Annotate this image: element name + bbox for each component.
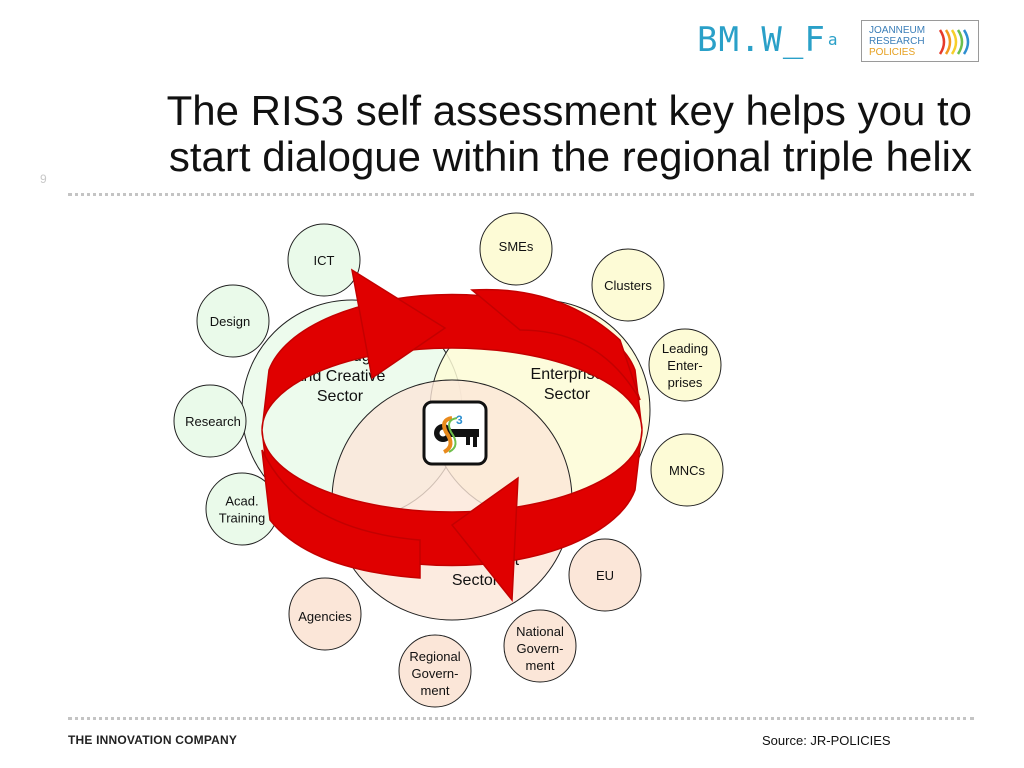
svg-text:Research: Research [185, 414, 241, 429]
label-line: Regional [409, 649, 460, 664]
label-line: Govern- [517, 641, 564, 656]
svg-text:ICT: ICT [314, 253, 335, 268]
label-line: Leading [662, 341, 708, 356]
satellite-smes: SMEs [479, 212, 553, 286]
label-line: National [516, 624, 564, 639]
company-tagline: THE INNOVATION COMPANY [68, 733, 238, 747]
cycle-arrows [261, 268, 643, 603]
slide-number: 9 [40, 172, 47, 186]
label-line: Enter- [667, 358, 702, 373]
satellite-circles: ICT Design Research Acad. Training SMEs C… [173, 212, 724, 708]
label-line: Sector [452, 572, 499, 589]
label-line: Govern- [412, 666, 459, 681]
label-line: Sector [544, 386, 591, 403]
svg-text:MNCs: MNCs [669, 463, 706, 478]
label-line: ment [421, 683, 450, 698]
label-line: MNCs [669, 463, 706, 478]
svg-text:Clusters: Clusters [604, 278, 652, 293]
satellite-research: Research [173, 384, 247, 458]
logo-jr-line-1: JOANNEUM [869, 25, 926, 36]
slide-title-line-1: The RIS3 self assessment key helps you t… [166, 87, 972, 134]
svg-text:Agencies: Agencies [298, 609, 352, 624]
source-note: Source: JR-POLICIES [762, 733, 891, 748]
label-line: Training [219, 511, 265, 526]
svg-text:SMEs: SMEs [499, 239, 534, 254]
label-line: Acad. [225, 494, 258, 509]
svg-text:EU: EU [596, 568, 614, 583]
label-line: prises [668, 375, 703, 390]
label-line: ICT [314, 253, 335, 268]
label-line: EU [596, 568, 614, 583]
label-line: Agencies [298, 609, 352, 624]
slide-title-line-2: start dialogue within the regional tripl… [168, 133, 972, 180]
satellite-agencies: Agencies [288, 577, 362, 651]
red-arrowhead-top [350, 268, 447, 380]
ris3-key-icon: 3 [422, 400, 488, 466]
logo-jr-line-3: POLICIES [869, 47, 916, 58]
label-line: Clusters [604, 278, 652, 293]
label-line: SMEs [499, 239, 534, 254]
satellite-clusters: Clusters [591, 248, 665, 322]
bottom-divider [68, 717, 974, 720]
label-line: Design [210, 314, 250, 329]
label-line: ment [526, 658, 555, 673]
satellite-design: Design [196, 284, 270, 358]
satellite-mncs: MNCs [650, 433, 724, 507]
svg-text:Design: Design [210, 314, 250, 329]
label-line: Research [185, 414, 241, 429]
red-arrow-tail-left [261, 449, 421, 579]
red-arrowhead-bottom [450, 476, 519, 603]
satellite-ict: ICT [287, 223, 361, 297]
ris3-key-label: 3 [456, 413, 463, 427]
satellite-acad-training: Acad. Training [205, 472, 279, 546]
svg-text:Acad.Training: Acad. Training [219, 494, 265, 526]
slide-title: The RIS3 self assessment key helps you t… [60, 88, 972, 180]
waves-icon [938, 29, 970, 55]
red-arrow-tail-right [470, 288, 641, 401]
top-divider [68, 193, 974, 196]
label-line: Sector [317, 388, 364, 405]
logo-jr-line-2: RESEARCH [869, 36, 925, 47]
bmwf-logo-text: BM.W_F [697, 20, 826, 60]
bmwf-logo-sup: a [827, 30, 839, 49]
joanneum-research-logo: JOANNEUM RESEARCH POLICIES [861, 20, 979, 62]
satellite-eu: EU [568, 538, 642, 612]
